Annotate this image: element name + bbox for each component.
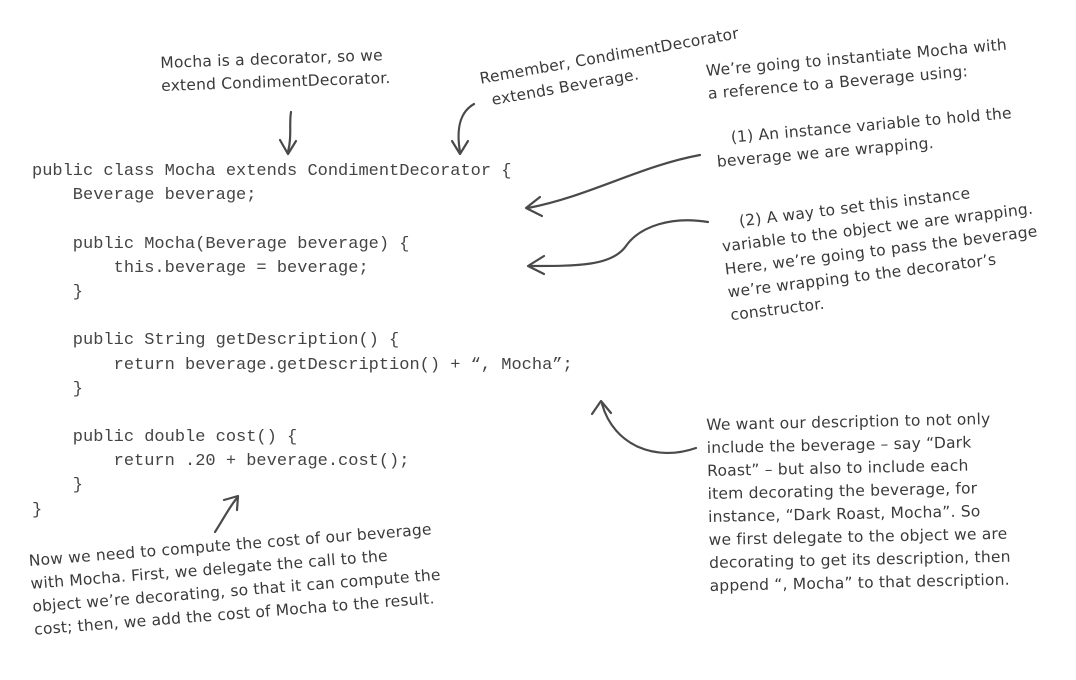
code-line: public double cost() { bbox=[32, 428, 298, 448]
arrow-remember-to-condiment bbox=[450, 102, 476, 156]
code-line: } bbox=[32, 476, 84, 496]
code-line: this.beverage = beverage; bbox=[32, 258, 369, 278]
code-line: } bbox=[32, 282, 84, 302]
code-line: return beverage.getDescription() + “, Mo… bbox=[32, 355, 573, 375]
code-line: Beverage beverage; bbox=[32, 186, 257, 206]
code-line: public Mocha(Beverage beverage) { bbox=[32, 234, 410, 254]
code-line: public String getDescription() { bbox=[32, 331, 400, 351]
code-block: public class Mocha extends CondimentDeco… bbox=[32, 160, 573, 523]
code-line: } bbox=[32, 379, 84, 399]
arrow-set-variable bbox=[526, 219, 710, 276]
code-line: public class Mocha extends CondimentDeco… bbox=[32, 162, 512, 181]
code-line: return .20 + beverage.cost(); bbox=[32, 452, 410, 472]
code-line: } bbox=[32, 500, 43, 520]
arrow-instance-variable bbox=[524, 153, 702, 218]
arrow-cost bbox=[213, 494, 240, 534]
arrow-decorator-to-class bbox=[278, 110, 298, 156]
arrow-description bbox=[590, 399, 698, 455]
